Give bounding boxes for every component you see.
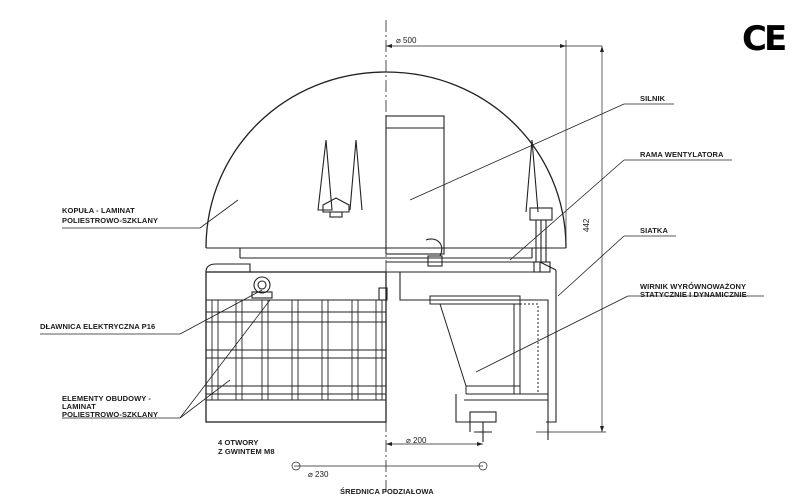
section-right: [386, 207, 557, 440]
label-gland: DŁAWNICA ELEKTRYCZNA P16: [40, 322, 156, 331]
impeller: [429, 295, 548, 395]
label-holes-line2: Z GWINTEM M8: [218, 447, 275, 456]
label-housing-line1: ELEMENTY OBUDOWY -: [62, 394, 152, 403]
housing-body: [205, 271, 387, 423]
label-impeller-line1: WIRNIK WYRÓWNOWAŻONY: [640, 282, 747, 291]
label-housing-line2: LAMINAT: [62, 402, 96, 411]
dimension-lines: [291, 40, 606, 471]
label-mesh: SIATKA: [640, 226, 668, 235]
base-flange: [455, 394, 548, 442]
mesh-grid-left: [206, 300, 386, 400]
label-pitch-diameter: ŚREDNICA PODZIAŁOWA: [340, 487, 434, 496]
label-holes-line1: 4 OTWORY: [218, 438, 259, 447]
label-dome-line1: KOPUŁA - LAMINAT: [62, 206, 135, 215]
gland-circle: [253, 276, 271, 294]
dimension-height: 442: [582, 218, 591, 232]
vent-left: [317, 139, 333, 211]
label-impeller-line2: STATYCZNIE I DYNAMICZNIE: [640, 290, 747, 299]
dome-outline: [205, 71, 567, 249]
dimension-inner-diameter: ⌀ 200: [406, 436, 427, 445]
label-dome-line2: POLIESTROWO-SZKLANY: [62, 216, 159, 225]
label-housing-line3: POLIESTROWO-SZKLANY: [62, 410, 159, 419]
leader-lines: [40, 103, 764, 419]
label-fan-frame: RAMA WENTYLATORA: [640, 150, 724, 159]
dimension-bolt-circle: ⌀ 230: [308, 470, 329, 479]
dimension-outer-diameter: ⌀ 500: [396, 36, 417, 45]
motor-block: [385, 115, 445, 255]
label-motor: SILNIK: [640, 94, 666, 103]
ce-mark: CE: [742, 19, 787, 59]
